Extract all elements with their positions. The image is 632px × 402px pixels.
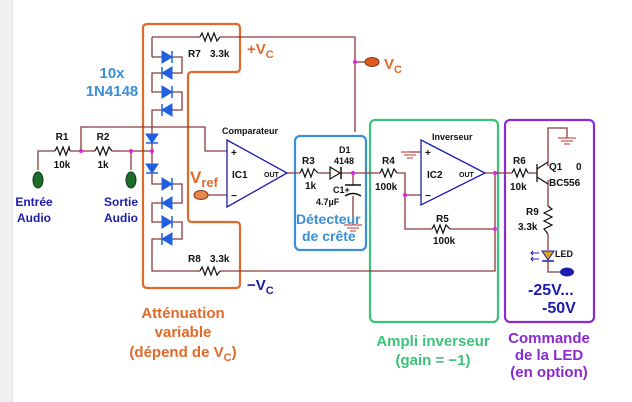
diode-chain (145, 50, 173, 246)
ic2-minus: − (425, 191, 431, 202)
r9-value: 3.3k (518, 222, 538, 233)
r3-resistor (299, 167, 319, 179)
r5-value: 100k (433, 236, 456, 247)
detector-label-1: Détecteur (296, 211, 361, 227)
supply-label-2: -50V (542, 300, 576, 317)
junction-dots (79, 60, 497, 231)
output-jack[interactable] (125, 171, 137, 189)
left-scroll-strip (0, 0, 13, 402)
ic1-out: OUT (264, 172, 280, 179)
r1-name: R1 (56, 132, 69, 143)
vref-node[interactable] (193, 190, 209, 200)
output-label-2: Audio (104, 211, 138, 225)
ic2-title: Inverseur (432, 132, 473, 142)
amplifier-label-1: Ampli inverseur (376, 333, 490, 350)
plus-vc-label: +VC (247, 41, 274, 61)
attenuation-label-1: Atténuation (141, 305, 224, 322)
q1-extra: 0 (576, 162, 582, 173)
attenuation-block-box (141, 22, 242, 290)
ic1-minus: − (231, 191, 237, 202)
r6-resistor (511, 167, 529, 179)
led-icon (530, 250, 555, 262)
r4-value: 100k (375, 182, 398, 193)
c1-value: 4.7µF (316, 197, 340, 207)
detector-label-2: de crête (302, 228, 356, 244)
resistors (54, 31, 554, 277)
vc-node[interactable] (364, 57, 380, 67)
ic1-opamp (226, 138, 289, 209)
r8-value: 3.3k (210, 254, 230, 265)
c1-capacitor (344, 184, 362, 197)
r1-resistor (54, 144, 71, 157)
r4-resistor (379, 167, 398, 179)
supply-label-1: -25V... (528, 282, 574, 299)
ic1-title: Comparateur (222, 126, 279, 136)
ic1-plus: + (231, 148, 237, 159)
q1-value: BC556 (549, 178, 581, 189)
ground-icon (400, 151, 420, 159)
ground-icon (557, 137, 577, 145)
r7-value: 3.3k (210, 49, 230, 60)
r7-name: R7 (188, 49, 201, 60)
attenuation-label-3: (dépend de VC) (129, 344, 236, 364)
r6-name: R6 (513, 156, 526, 167)
r4-name: R4 (382, 156, 395, 167)
d1-value: 4148 (334, 156, 354, 166)
ic2-plus: + (425, 148, 431, 159)
d1-name: D1 (339, 145, 351, 155)
r1-value: 10k (54, 160, 71, 171)
q1-transistor (536, 161, 549, 185)
r9-name: R9 (526, 207, 539, 218)
r2-value: 1k (97, 160, 109, 171)
r7-resistor (199, 31, 221, 43)
ic1-name: IC1 (232, 170, 248, 181)
diodes-count-label: 10x (99, 65, 125, 82)
r8-name: R8 (188, 254, 201, 265)
r2-name: R2 (97, 132, 110, 143)
amplifier-label-2: (gain = −1) (395, 352, 470, 369)
ic2-name: IC2 (427, 170, 443, 181)
ic2-opamp (420, 138, 487, 207)
r8-resistor (199, 265, 221, 277)
detector-block-box (293, 134, 368, 252)
r9-resistor (542, 205, 554, 235)
output-label-1: Sortie (104, 195, 138, 209)
r3-value: 1k (305, 181, 317, 192)
led-driver-label-2: de la LED (515, 347, 584, 364)
minus-vc-label: −VC (247, 277, 274, 297)
attenuation-label-2: variable (155, 324, 212, 341)
supply-node[interactable] (560, 267, 574, 277)
ic2-out: OUT (459, 172, 475, 179)
amplifier-block-box (368, 118, 500, 324)
led-driver-label-3: (en option) (510, 364, 587, 381)
r6-value: 10k (510, 182, 527, 193)
q1-name: Q1 (549, 162, 563, 173)
led-driver-label-1: Commande (508, 330, 590, 347)
input-jack[interactable] (32, 171, 44, 189)
r5-name: R5 (436, 214, 449, 225)
led-name: LED (555, 249, 574, 259)
r5-resistor (431, 223, 451, 235)
r3-name: R3 (302, 156, 315, 167)
vc-label: VC (384, 56, 402, 76)
vref-label: Vref (190, 168, 219, 190)
c1-name: C1+ (333, 185, 350, 195)
d1-diode (329, 165, 342, 181)
input-label-1: Entrée (15, 195, 53, 209)
led-driver-block-box (503, 118, 596, 324)
input-label-2: Audio (17, 211, 51, 225)
r2-resistor (94, 145, 113, 157)
diodes-type-label: 1N4148 (86, 83, 139, 100)
